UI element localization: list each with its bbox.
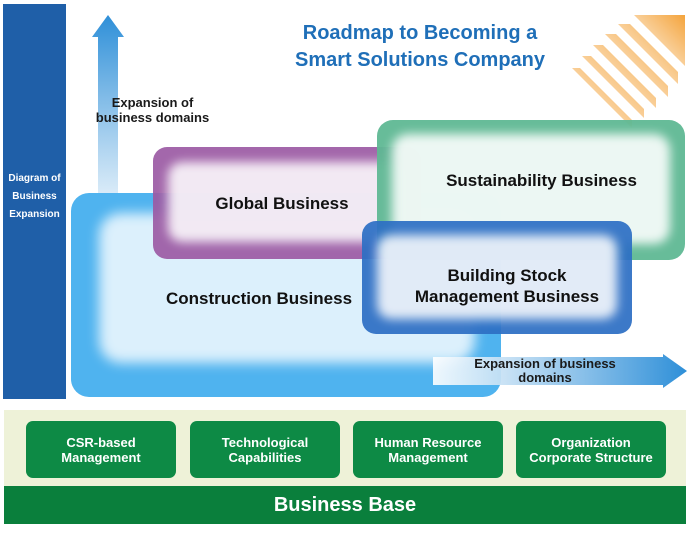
human-resource-management-block: Human Resource Management — [353, 421, 503, 478]
diagram-side-label: Diagram of Business Expansion — [8, 173, 61, 220]
horizontal-arrow-label: Expansion of business domains — [474, 356, 616, 385]
organization-structure-block: Organization Corporate Structure — [516, 421, 666, 478]
construction-business-label: Construction Business — [165, 289, 353, 308]
diagram-side-bar — [3, 4, 66, 399]
sustainability-business-label: Sustainability Business — [446, 171, 637, 190]
horizontal-expansion-arrow — [433, 354, 687, 388]
csr-management-block: CSR-based Management — [26, 421, 176, 478]
global-business-label: Global Business — [215, 194, 349, 213]
technological-capabilities-block: Technological Capabilities — [190, 421, 340, 478]
business-base-bar: Business Base — [4, 486, 686, 524]
sunburst-stripes-icon — [572, 15, 685, 128]
building-stock-business-label: Building Stock Management Business — [414, 266, 600, 306]
building-stock-box-glow — [377, 235, 617, 319]
page-title: Roadmap to Becoming a Smart Solutions Co… — [294, 22, 546, 71]
vertical-arrow-label: Expansion of business domains — [95, 95, 210, 125]
vertical-expansion-arrow — [92, 15, 124, 237]
